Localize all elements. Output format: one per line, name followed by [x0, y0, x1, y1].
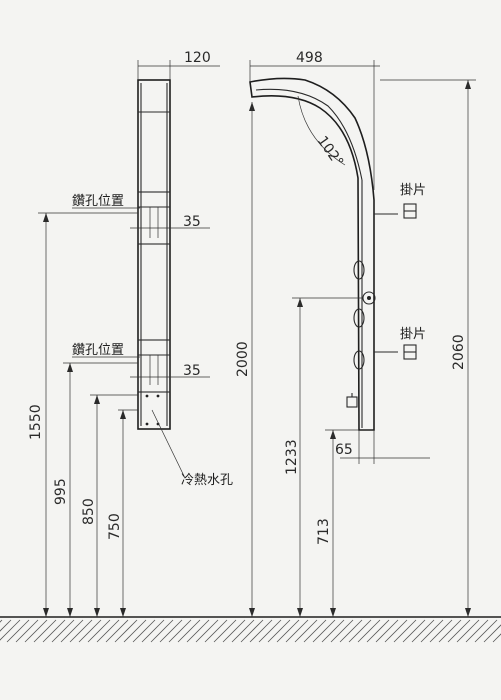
- side-view-dimensions: [38, 60, 220, 617]
- dim-angle: 102°: [314, 133, 346, 170]
- dim-panel-height: 2000: [235, 341, 251, 377]
- dim-panel-depth: 120: [184, 50, 211, 66]
- front-view-panel: [249, 77, 417, 431]
- dim-total-height: 2060: [451, 334, 467, 370]
- front-view-dimensions: [249, 60, 476, 617]
- side-view-panel: [137, 79, 171, 430]
- dim-spacer-lower: 35: [183, 363, 201, 379]
- dim-valve-height: 713: [316, 518, 332, 545]
- label-bracket-lower: 掛片: [400, 327, 426, 342]
- dim-panel-width: 498: [296, 50, 323, 66]
- dim-water-height: 750: [107, 513, 123, 540]
- label-bracket-upper: 掛片: [400, 183, 426, 198]
- dim-depth-65: 65: [335, 442, 353, 458]
- dim-spacer-upper: 35: [183, 214, 201, 230]
- label-drill-upper: 鑽孔位置: [72, 193, 124, 209]
- dim-jet-height: 1233: [284, 439, 300, 475]
- dim-850-height: 850: [81, 498, 97, 525]
- floor: [0, 616, 501, 643]
- dim-lower-drill-height: 995: [53, 478, 69, 505]
- label-drill-lower: 鑽孔位置: [72, 342, 124, 358]
- dim-upper-drill-height: 1550: [28, 404, 44, 440]
- label-water-holes: 冷熱水孔: [181, 473, 233, 488]
